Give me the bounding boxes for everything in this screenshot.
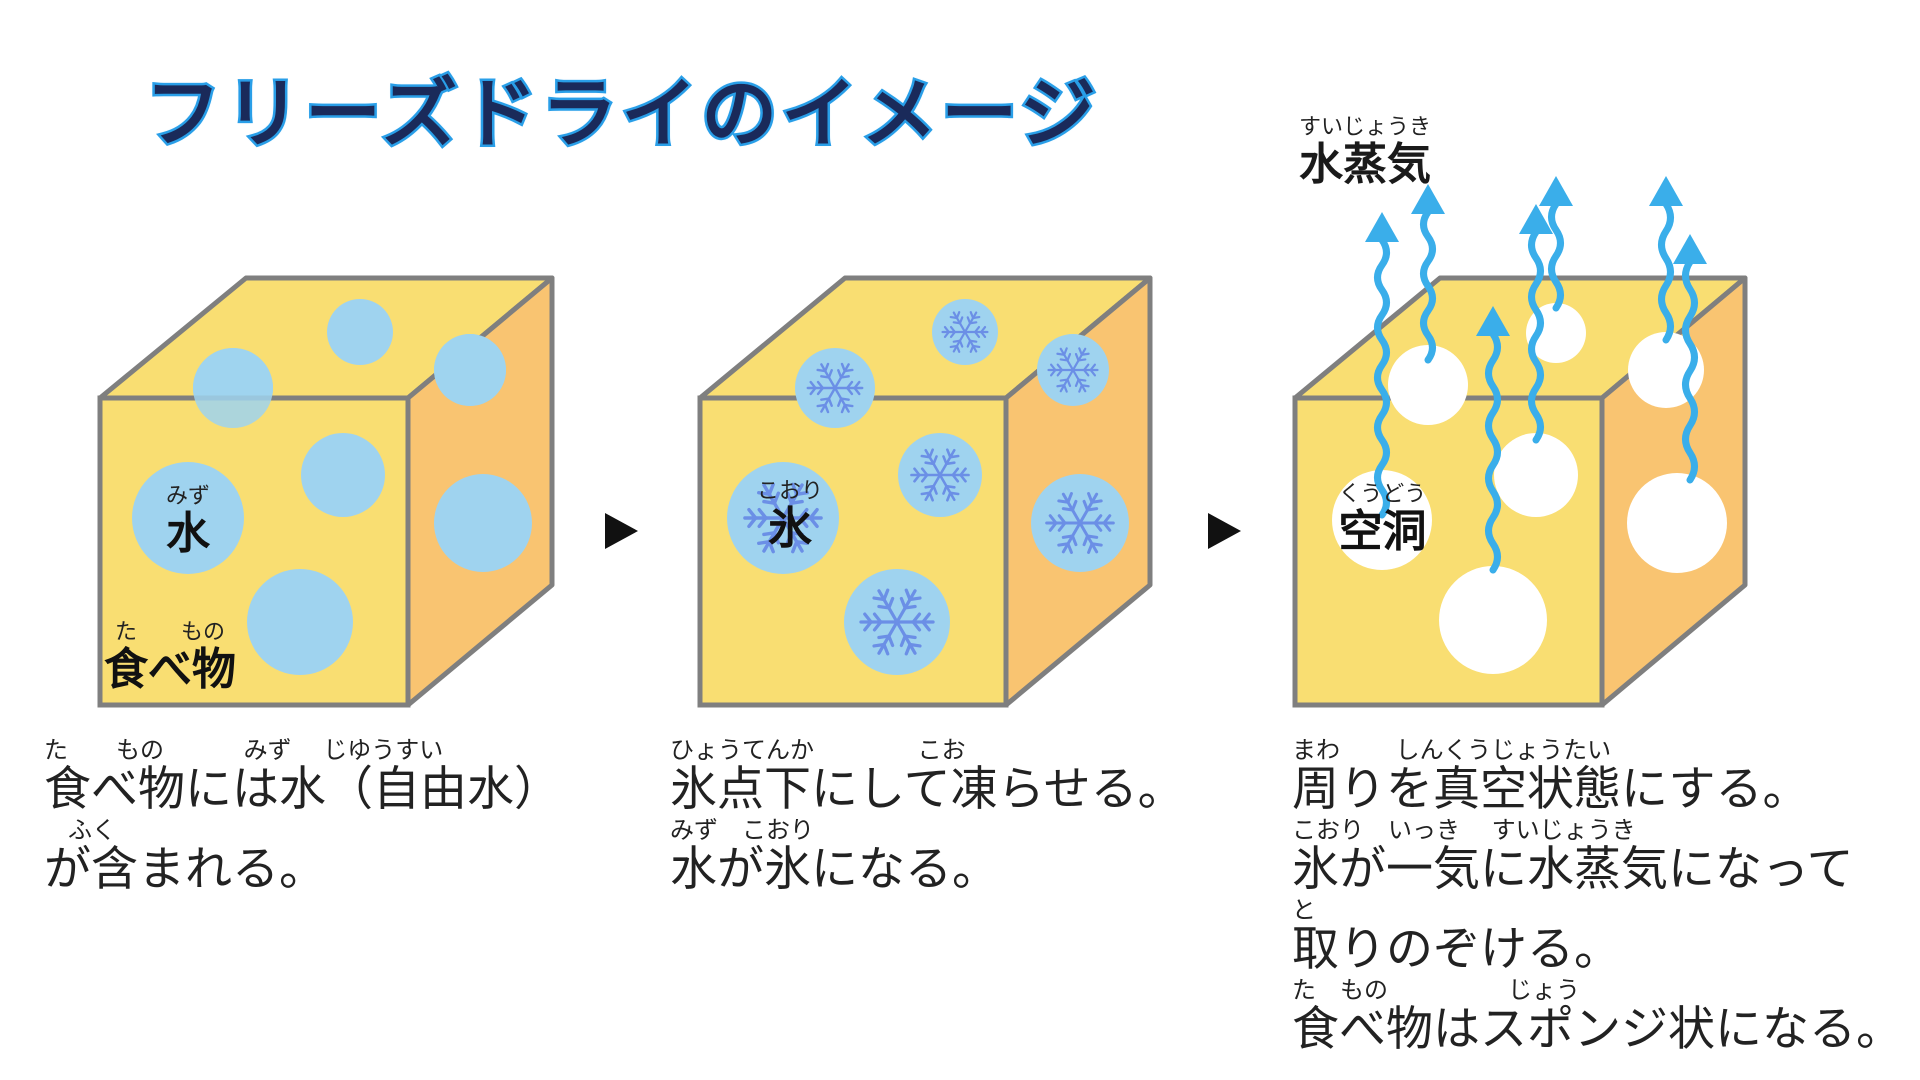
label-food-ruby: た もの [114, 620, 225, 645]
label-water: みず 水 [148, 486, 228, 556]
arrow-1 [605, 513, 638, 549]
label-vapor-ruby: すいじょうき [1298, 115, 1431, 140]
caption-1-line-1: 食べ物には水（自由水） [44, 762, 561, 817]
label-food: た もの 食べ物 [104, 622, 236, 692]
caption-1-ruby-2: ふく [44, 816, 116, 844]
label-ice-ruby: こおり [756, 479, 823, 504]
cavity [1439, 566, 1547, 674]
ice-bubble [1037, 334, 1109, 406]
caption-3-line-2: 氷が一気に水蒸気になって [1292, 842, 1854, 897]
ice-bubble [1031, 474, 1129, 572]
caption-3: まわ しんくうじょうたい 周りを真空状態にする。 こおり いっき すいじょうき … [1292, 738, 1903, 1058]
cube-sponge [1292, 176, 1748, 708]
label-vapor: すいじょうき 水蒸気 [1280, 117, 1450, 187]
cavities [1332, 303, 1727, 674]
caption-3-ruby-2: こおり いっき すいじょうき [1292, 816, 1636, 844]
label-vapor-text: 水蒸気 [1299, 139, 1431, 190]
caption-3-line-3: 取りのぞける。 [1292, 922, 1621, 977]
label-ice: こおり 氷 [740, 481, 840, 551]
arrow-2 [1208, 513, 1241, 549]
ice-bubbles [727, 299, 1129, 675]
label-cavity: くうどう 空洞 [1325, 484, 1440, 554]
ice-bubble [795, 348, 875, 428]
vapor-arrow [1649, 176, 1683, 344]
vapor-arrow [1476, 306, 1510, 574]
caption-1: た もの みず じゆうすい 食べ物には水（自由水） ふく が含まれる。 [44, 738, 561, 898]
ice-bubble [844, 569, 950, 675]
caption-3-ruby-4: た もの じょう [1292, 976, 1580, 1004]
caption-2: ひょうてんか こお 氷点下にして凍らせる。 みず こおり 水が氷になる。 [670, 738, 1185, 898]
caption-2-line-2: 水が氷になる。 [670, 842, 999, 897]
caption-2-line-1: 氷点下にして凍らせる。 [670, 762, 1185, 817]
cube-food [97, 275, 555, 708]
page-title: フリーズドライのイメージ [143, 67, 1100, 161]
label-ice-text: 氷 [768, 503, 812, 554]
ice-bubble [898, 433, 982, 517]
cavity [1494, 433, 1578, 517]
caption-2-ruby-1: ひょうてんか こお [670, 736, 966, 764]
water-bubble [434, 474, 532, 572]
cavity [1627, 473, 1727, 573]
vapor-arrows [1365, 176, 1707, 574]
cavity [1388, 345, 1468, 425]
label-cavity-text: 空洞 [1338, 506, 1427, 557]
water-bubble [247, 569, 353, 675]
vapor-arrow [1365, 212, 1399, 519]
vapor-arrow [1673, 234, 1707, 484]
cavity [1332, 470, 1432, 570]
vapor-arrow [1539, 176, 1573, 312]
caption-3-ruby-1: まわ しんくうじょうたい [1292, 736, 1612, 764]
ice-bubble [932, 299, 998, 365]
caption-1-line-2: が含まれる。 [44, 842, 326, 897]
ice-bubble [727, 462, 839, 574]
vapor-arrow [1519, 204, 1553, 444]
label-food-text: 食べ物 [104, 644, 236, 695]
caption-3-line-1: 周りを真空状態にする。 [1292, 762, 1810, 817]
caption-1-ruby-1: た もの みず じゆうすい [44, 736, 444, 764]
label-water-text: 水 [166, 508, 210, 559]
water-bubble [132, 462, 244, 574]
water-bubbles [132, 334, 532, 675]
label-cavity-ruby: くうどう [1338, 482, 1427, 507]
water-bubble [301, 433, 385, 517]
caption-2-ruby-2: みず こおり [670, 816, 814, 844]
label-water-ruby: みず [165, 484, 210, 509]
caption-3-ruby-3: と [1292, 896, 1316, 924]
vapor-arrow [1411, 184, 1445, 364]
caption-3-line-4: 食べ物はスポンジ状になる。 [1292, 1002, 1903, 1057]
cube-ice [697, 275, 1153, 708]
